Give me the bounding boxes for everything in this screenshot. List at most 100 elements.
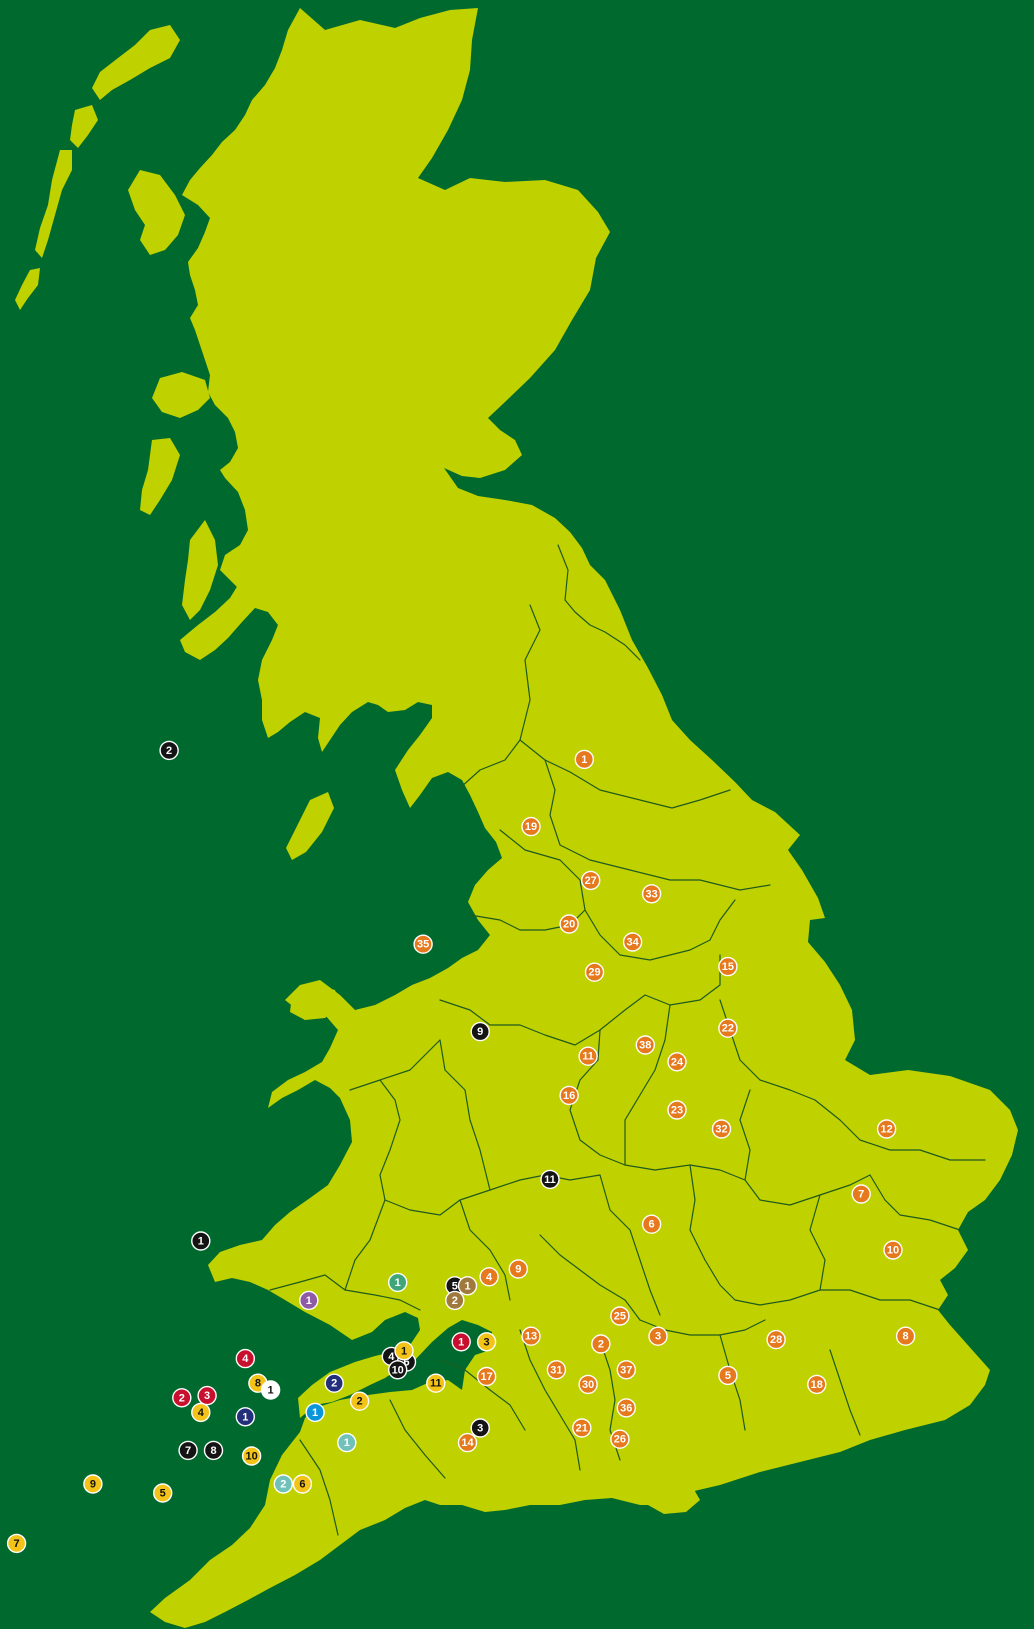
map-marker-dot[interactable] <box>260 1380 281 1400</box>
map-marker-orange-32[interactable]: 32 <box>711 1119 732 1139</box>
map-marker-dot[interactable] <box>470 1418 490 1438</box>
map-marker-orange-11[interactable]: 11 <box>578 1046 598 1066</box>
map-marker-dot[interactable] <box>851 1184 871 1204</box>
map-marker-dot[interactable] <box>711 1119 732 1139</box>
map-marker-black-10[interactable]: 10 <box>388 1360 408 1380</box>
map-marker-yellow-1[interactable]: 1 <box>394 1341 414 1361</box>
map-marker-dot[interactable] <box>581 870 601 891</box>
map-marker-brown-2[interactable]: 2 <box>445 1290 465 1311</box>
map-marker-dot[interactable] <box>203 1440 224 1461</box>
map-marker-dot[interactable] <box>718 1018 738 1038</box>
map-marker-yellow-3[interactable]: 3 <box>476 1332 497 1352</box>
map-marker-black-7[interactable]: 7 <box>178 1440 198 1461</box>
map-marker-blue-1[interactable]: 1 <box>305 1402 325 1423</box>
map-marker-dot[interactable] <box>191 1402 211 1423</box>
map-marker-dot[interactable] <box>641 884 662 904</box>
map-marker-orange-14[interactable]: 14 <box>457 1432 478 1453</box>
map-marker-dot[interactable] <box>883 1240 903 1260</box>
map-marker-orange-6[interactable]: 6 <box>641 1214 662 1234</box>
map-marker-orange-8[interactable]: 8 <box>895 1326 916 1346</box>
map-marker-dot[interactable] <box>159 740 179 761</box>
map-marker-dot[interactable] <box>197 1385 217 1406</box>
map-marker-dot[interactable] <box>807 1374 827 1395</box>
map-marker-orange-21[interactable]: 21 <box>572 1418 592 1438</box>
map-marker-dot[interactable] <box>445 1290 465 1311</box>
map-marker-black-1[interactable]: 1 <box>191 1231 211 1251</box>
map-marker-orange-31[interactable]: 31 <box>546 1360 567 1380</box>
map-marker-orange-18[interactable]: 18 <box>807 1374 827 1395</box>
map-marker-dot[interactable] <box>235 1407 256 1427</box>
map-marker-orange-10[interactable]: 10 <box>883 1240 903 1260</box>
map-marker-dot[interactable] <box>591 1334 611 1354</box>
map-marker-dot[interactable] <box>451 1332 471 1352</box>
map-marker-dot[interactable] <box>648 1326 668 1346</box>
map-marker-dot[interactable] <box>616 1398 636 1418</box>
map-marker-orange-1[interactable]: 1 <box>574 749 594 770</box>
map-marker-dot[interactable] <box>641 1214 662 1234</box>
map-marker-orange-17[interactable]: 17 <box>476 1366 497 1387</box>
map-marker-yellow-7[interactable]: 7 <box>6 1533 27 1554</box>
map-marker-orange-34[interactable]: 34 <box>622 932 643 952</box>
map-marker-orange-12[interactable]: 12 <box>876 1119 897 1139</box>
map-marker-dot[interactable] <box>83 1474 103 1494</box>
map-marker-dot[interactable] <box>578 1374 598 1395</box>
map-marker-yellow-11[interactable]: 11 <box>426 1373 446 1393</box>
map-marker-dot[interactable] <box>540 1169 560 1190</box>
map-marker-orange-5[interactable]: 5 <box>718 1365 738 1386</box>
map-marker-red-2[interactable]: 2 <box>172 1388 192 1408</box>
map-marker-dot[interactable] <box>616 1360 636 1380</box>
map-marker-dot[interactable] <box>457 1432 478 1453</box>
map-marker-dot[interactable] <box>766 1329 786 1350</box>
map-marker-black-8[interactable]: 8 <box>203 1440 224 1461</box>
map-marker-dot[interactable] <box>178 1440 198 1461</box>
map-marker-orange-27[interactable]: 27 <box>581 870 601 891</box>
map-marker-red-4[interactable]: 4 <box>235 1348 256 1369</box>
map-marker-orange-36[interactable]: 36 <box>616 1398 636 1418</box>
map-marker-dot[interactable] <box>388 1360 408 1380</box>
map-marker-orange-33[interactable]: 33 <box>641 884 662 904</box>
map-marker-dot[interactable] <box>578 1046 598 1066</box>
map-marker-orange-38[interactable]: 38 <box>635 1035 655 1055</box>
map-marker-orange-13[interactable]: 13 <box>521 1326 541 1346</box>
map-marker-teal-1[interactable]: 1 <box>388 1272 408 1293</box>
map-marker-dot[interactable] <box>152 1483 173 1503</box>
map-marker-dot[interactable] <box>349 1391 370 1411</box>
map-marker-dot[interactable] <box>191 1231 211 1251</box>
map-marker-brown-1[interactable]: 1 <box>457 1276 478 1296</box>
map-marker-dot[interactable] <box>610 1306 630 1326</box>
map-marker-dot[interactable] <box>635 1035 655 1055</box>
map-marker-yellow-6[interactable]: 6 <box>292 1474 313 1494</box>
map-marker-orange-35[interactable]: 35 <box>413 934 433 954</box>
map-marker-dot[interactable] <box>470 1021 490 1042</box>
map-marker-red-1[interactable]: 1 <box>451 1332 471 1352</box>
map-marker-orange-3[interactable]: 3 <box>648 1326 668 1346</box>
map-marker-dot[interactable] <box>426 1373 446 1393</box>
map-marker-orange-22[interactable]: 22 <box>718 1018 738 1038</box>
map-marker-dot[interactable] <box>559 914 579 934</box>
map-marker-yellow-2[interactable]: 2 <box>349 1391 370 1411</box>
map-marker-black-9[interactable]: 9 <box>470 1021 490 1042</box>
map-marker-dot[interactable] <box>292 1474 313 1494</box>
map-marker-dot[interactable] <box>299 1290 319 1311</box>
map-marker-dot[interactable] <box>241 1446 262 1466</box>
map-marker-dot[interactable] <box>172 1388 192 1408</box>
map-marker-dot[interactable] <box>521 1326 541 1346</box>
map-marker-yellow-9[interactable]: 9 <box>83 1474 103 1494</box>
map-marker-black-11[interactable]: 11 <box>540 1169 560 1190</box>
map-marker-dot[interactable] <box>273 1474 293 1494</box>
map-marker-purple-1[interactable]: 1 <box>299 1290 319 1311</box>
map-marker-orange-2[interactable]: 2 <box>591 1334 611 1354</box>
map-marker-dot[interactable] <box>413 934 433 954</box>
map-marker-orange-15[interactable]: 15 <box>718 956 738 977</box>
map-marker-dot[interactable] <box>572 1418 592 1438</box>
map-marker-dot[interactable] <box>895 1326 916 1346</box>
map-marker-orange-20[interactable]: 20 <box>559 914 579 934</box>
map-marker-dot[interactable] <box>388 1272 408 1293</box>
map-marker-dot[interactable] <box>667 1052 687 1072</box>
map-marker-dot[interactable] <box>718 1365 738 1386</box>
map-marker-dot[interactable] <box>337 1432 357 1453</box>
map-marker-white-1[interactable]: 1 <box>260 1380 281 1400</box>
map-marker-dot[interactable] <box>394 1341 414 1361</box>
map-marker-dot[interactable] <box>521 816 541 837</box>
